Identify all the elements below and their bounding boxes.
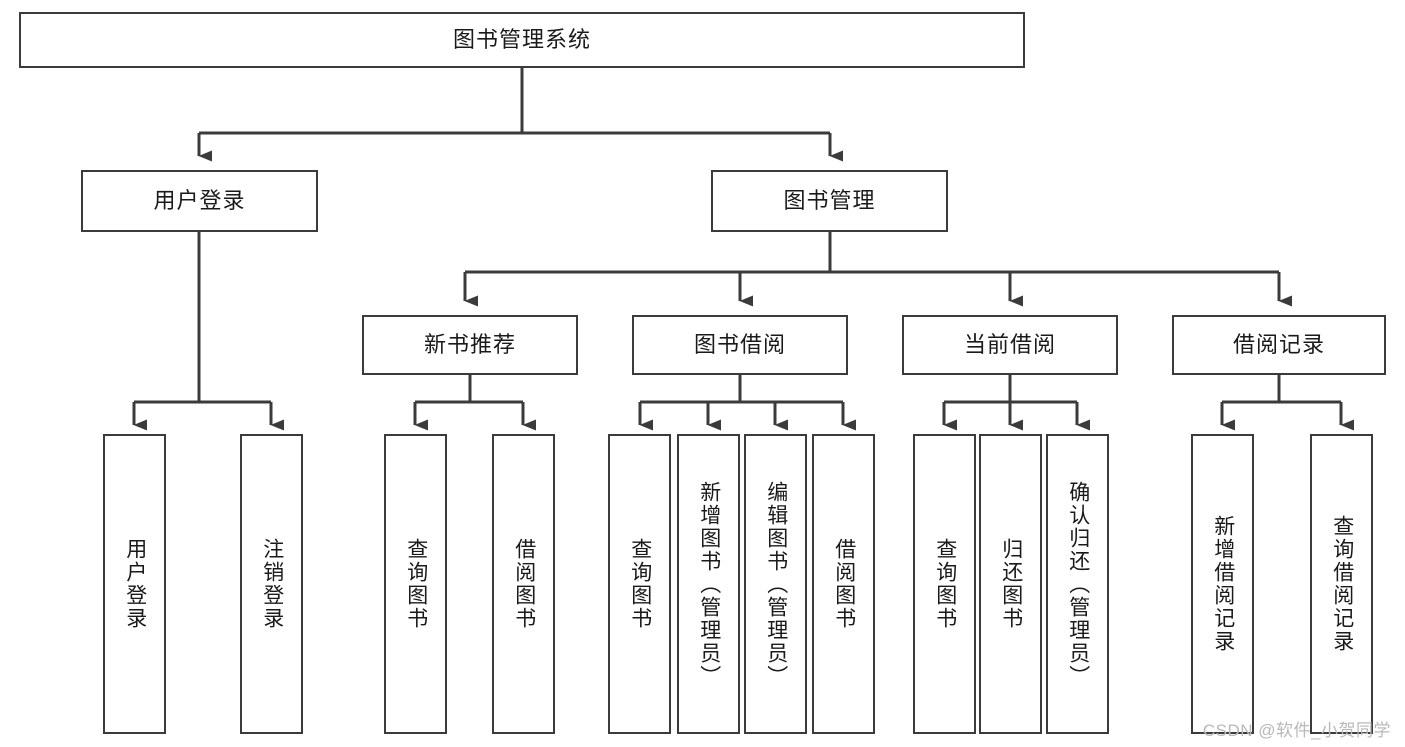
- leaf-recommend-borrow-book[interactable]: 借阅图书: [492, 434, 555, 734]
- node-borrow-record[interactable]: 借阅记录: [1172, 315, 1386, 375]
- leaf-record-add-record[interactable]: 新增借阅记录: [1191, 434, 1254, 734]
- leaf-recommend-query-book[interactable]: 查询图书: [384, 434, 447, 734]
- node-book-borrow[interactable]: 图书借阅: [632, 315, 848, 375]
- leaf-current-return-book[interactable]: 归还图书: [979, 434, 1042, 734]
- node-current-borrow[interactable]: 当前借阅: [902, 315, 1118, 375]
- node-new-book-recommend[interactable]: 新书推荐: [362, 315, 578, 375]
- leaf-borrow-query-book[interactable]: 查询图书: [608, 434, 671, 734]
- leaf-current-query-book[interactable]: 查询图书: [913, 434, 976, 734]
- leaf-current-confirm-return-admin[interactable]: 确认归还（管理员）: [1046, 434, 1109, 734]
- node-book-management[interactable]: 图书管理: [711, 170, 948, 232]
- leaf-borrow-add-book-admin[interactable]: 新增图书（管理员）: [677, 434, 740, 734]
- node-root-system[interactable]: 图书管理系统: [19, 12, 1025, 68]
- leaf-record-query-record[interactable]: 查询借阅记录: [1310, 434, 1373, 734]
- leaf-borrow-edit-book-admin[interactable]: 编辑图书（管理员）: [744, 434, 807, 734]
- leaf-user-login-login[interactable]: 用户登录: [103, 434, 166, 734]
- node-user-login[interactable]: 用户登录: [81, 170, 318, 232]
- leaf-borrow-borrow-book[interactable]: 借阅图书: [812, 434, 875, 734]
- leaf-user-login-logout[interactable]: 注销登录: [240, 434, 303, 734]
- watermark-credit: CSDN @软件_小贺同学: [1202, 721, 1391, 740]
